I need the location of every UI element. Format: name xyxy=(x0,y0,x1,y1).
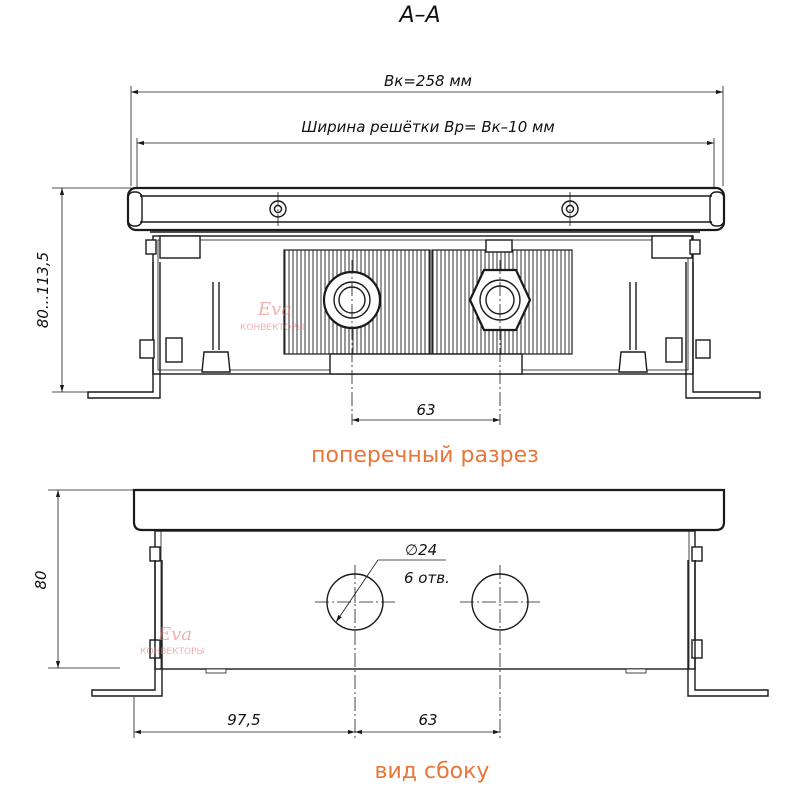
side-view-body xyxy=(91,488,769,697)
dimension-overall-width: Bк=258 мм xyxy=(130,72,724,186)
dimension-pipe-spacing-top: 63 xyxy=(352,401,500,423)
dimension-offset-left: 97,5 xyxy=(133,697,355,738)
hole-diameter-label: ∅24 xyxy=(405,541,437,559)
section-title: A–A xyxy=(397,3,440,28)
pipe-spacing-top-label: 63 xyxy=(416,401,435,419)
side-caption: вид сбоку xyxy=(375,759,490,784)
pipe-spacing-bottom-label: 63 xyxy=(418,711,437,729)
dimension-pipe-spacing-bottom: 63 xyxy=(355,711,500,735)
watermark-brand: Eva xyxy=(257,299,292,320)
section-caption: поперечный разрез xyxy=(311,443,539,468)
watermark-sub-2: КОНВЕКТОРЫ xyxy=(140,647,205,657)
watermark-top: Eva КОНВЕКТОРЫ xyxy=(240,299,305,333)
height-side-label: 80 xyxy=(32,570,50,589)
hole-count-label: 6 отв. xyxy=(404,569,450,587)
dimension-height-side: 80 xyxy=(32,489,134,669)
dimension-height-range: 80...113,5 xyxy=(34,187,136,393)
height-range-label: 80...113,5 xyxy=(34,252,52,328)
watermark-sub: КОНВЕКТОРЫ xyxy=(240,323,305,333)
grille xyxy=(126,186,726,232)
heat-exchanger xyxy=(283,239,573,425)
connection-holes: ∅24 6 отв. xyxy=(315,541,540,738)
overall-width-label: Bк=258 мм xyxy=(384,72,472,90)
watermark-brand-2: Eva xyxy=(157,624,192,645)
dimension-grille-width: Ширина решётки Bр= Bк–10 мм xyxy=(136,118,715,188)
grille-width-label: Ширина решётки Bр= Bк–10 мм xyxy=(301,118,554,136)
offset-left-label: 97,5 xyxy=(227,711,260,729)
watermark-side: Eva КОНВЕКТОРЫ xyxy=(140,624,205,657)
